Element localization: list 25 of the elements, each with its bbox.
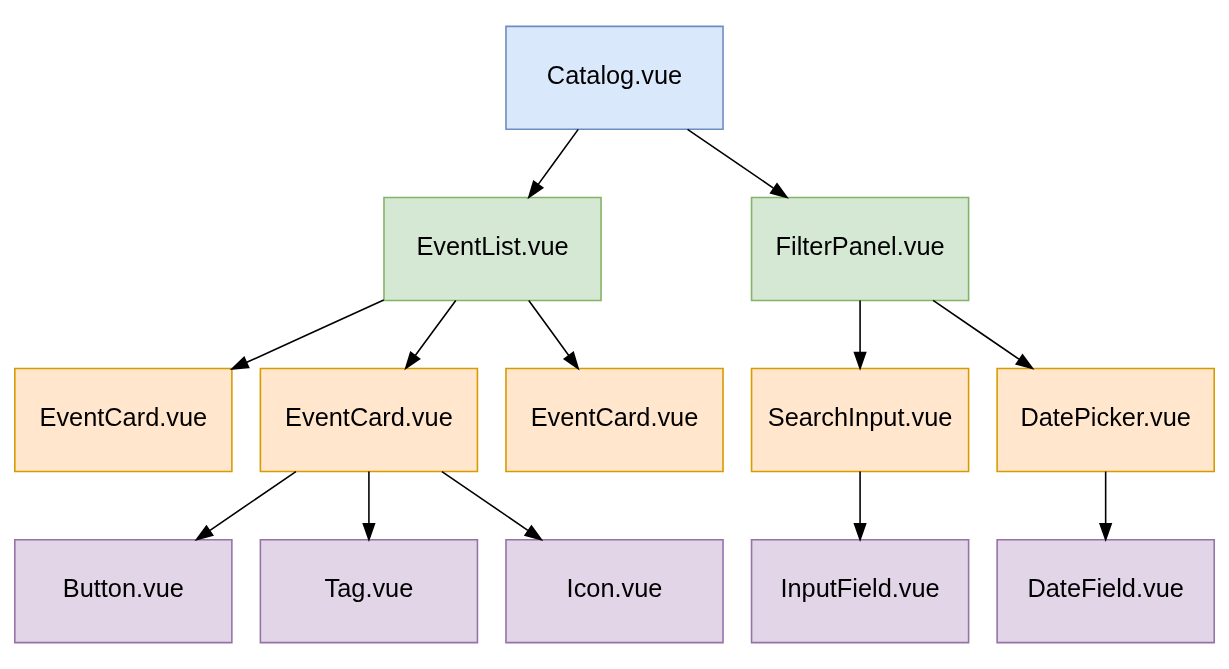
arrow (362, 470, 376, 542)
node-box: FilterPanel.vue (750, 196, 970, 302)
arrow (528, 299, 580, 371)
arrow (404, 299, 457, 371)
node-box: EventCard.vue (505, 367, 724, 473)
arrow (686, 128, 789, 199)
node-box: Button.vue (14, 538, 233, 644)
arrow (229, 299, 385, 371)
node-box: Tag.vue (259, 538, 479, 644)
node-box: Catalog.vue (505, 25, 724, 131)
arrow (441, 470, 544, 541)
node-box: EventCard.vue (259, 367, 479, 473)
node-box: DatePicker.vue (996, 367, 1215, 473)
arrow (853, 299, 867, 371)
node-box: Icon.vue (505, 538, 724, 644)
arrow (527, 128, 579, 200)
arrow (194, 470, 297, 541)
node-box: SearchInput.vue (750, 367, 970, 473)
node-box: DateField.vue (996, 538, 1215, 644)
node-box: EventCard.vue (14, 367, 233, 473)
node-box: InputField.vue (750, 538, 970, 644)
arrow (853, 470, 867, 542)
arrow (932, 299, 1035, 370)
arrow (1099, 470, 1113, 542)
node-box: EventList.vue (383, 196, 602, 302)
